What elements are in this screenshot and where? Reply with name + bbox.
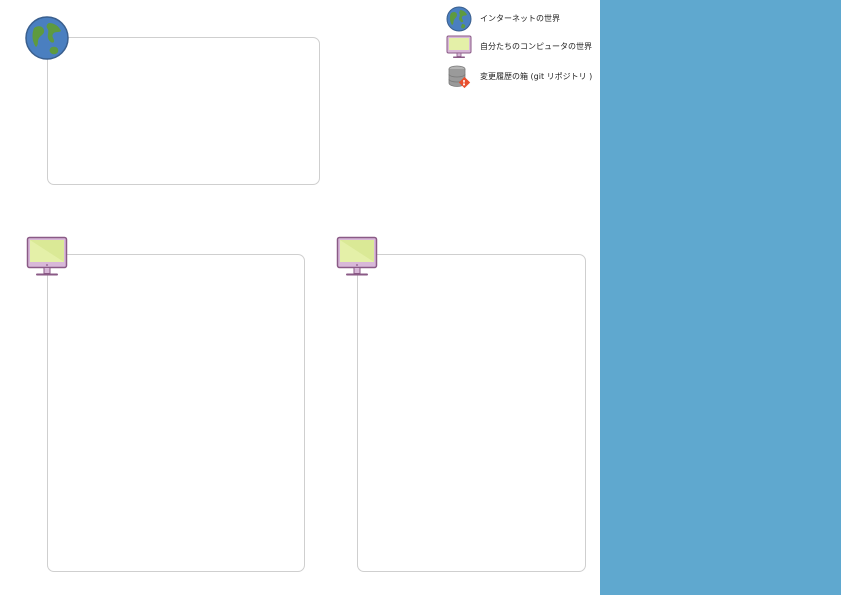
legend-item-internet: インターネットの世界 [446,6,600,32]
monitor-icon [26,236,68,276]
database-git-icon [448,65,471,89]
legend-label-repository: 変更履歴の箱 (git リポジトリ ) [480,72,593,81]
side-panel [600,0,841,595]
legend-item-repository: 変更履歴の箱 (git リポジトリ ) [446,64,600,90]
internet-world-frame [47,37,320,185]
monitor-icon [446,35,472,58]
legend-item-computer: 自分たちのコンピュータの世界 [446,34,600,60]
computer-world-frame-right [357,254,586,572]
legend-label-internet: インターネットの世界 [480,14,560,23]
legend-label-computer: 自分たちのコンピュータの世界 [480,42,592,51]
computer-world-frame-left [47,254,305,572]
globe-icon [25,16,69,60]
monitor-icon [336,236,378,276]
globe-icon [446,6,472,32]
